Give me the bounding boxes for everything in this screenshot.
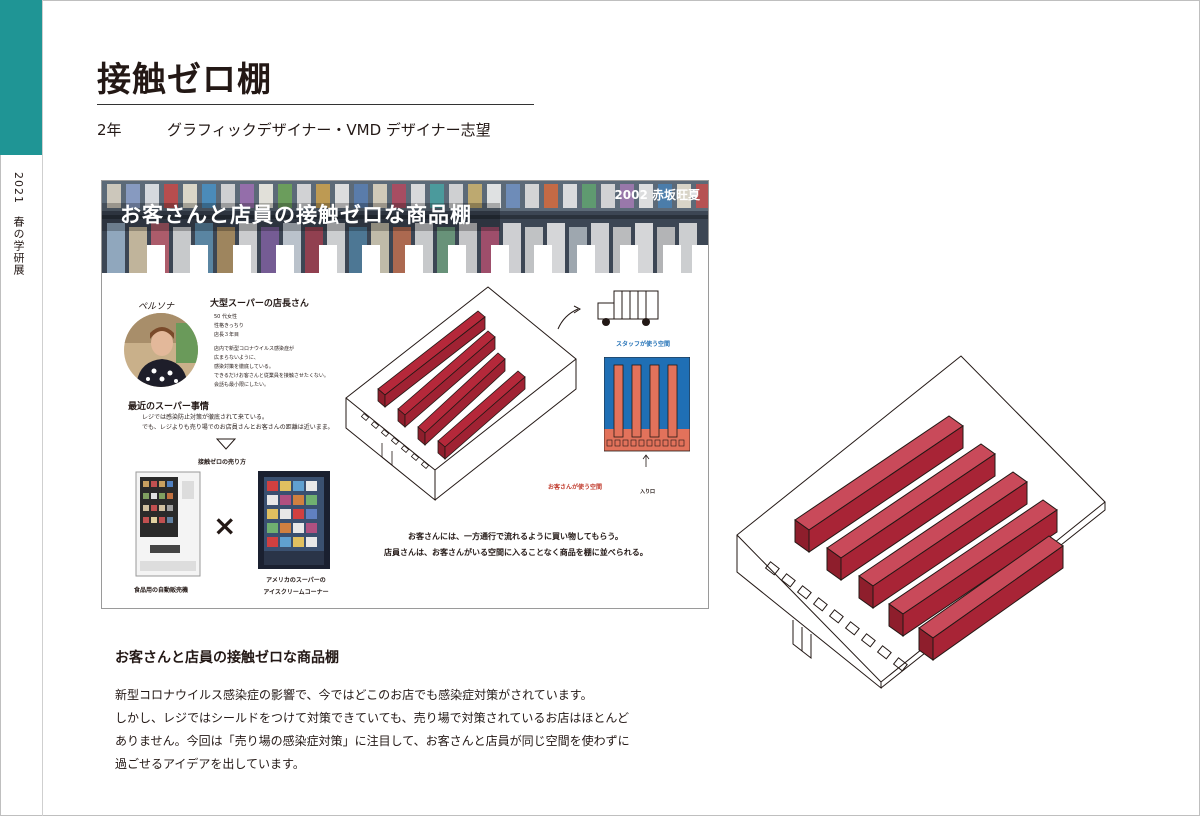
shelf-isometric-illustration	[736, 355, 1106, 690]
customer-space-label: お客さんが使う空間	[548, 484, 603, 491]
poster-image: 2002 赤坂旺夏 お客さんと店員の接触ゼロな商品棚 ペルソナ 大型スーパーの店…	[101, 180, 709, 609]
description-body: 新型コロナウイルス感染症の影響で、今ではどこのお店でも感染症対策がされています。…	[115, 684, 635, 776]
sidebar-divider	[42, 0, 43, 816]
persona-role: 大型スーパーの店長さん	[210, 299, 309, 309]
vending-caption: 食品用の自動販売機	[134, 587, 189, 594]
recent-lines: レジでは感染防止対策が徹底されて来ている。 でも、レジよりも売り場でのお店員さん…	[142, 414, 334, 431]
description-line: 新型コロナウイルス感染症の影響で、今ではどこのお店でも感染症対策がされています。	[115, 688, 593, 702]
persona-photo	[124, 313, 198, 387]
delivery-truck-icon	[557, 290, 659, 330]
sidebar-label: 2021 春の学研展	[12, 172, 25, 276]
staff-space-label: スタッフが使う空間	[616, 341, 671, 348]
entrance-label: 入り口	[640, 489, 656, 495]
page-title: 接触ゼロ棚	[97, 60, 272, 100]
vending-machine-image	[135, 471, 201, 577]
floor-plan-diagram	[604, 357, 690, 467]
description-line: しかし、レジではシールドをつけて対策できていても、売り場で対策されているお店はほ…	[115, 711, 629, 725]
accent-bar	[0, 0, 42, 155]
persona-details: 50 代女性 性格きっちり 店長３年目	[214, 314, 244, 338]
method-label: 接触ゼロの売り方	[198, 459, 247, 466]
grade: 2年	[97, 121, 122, 139]
description-heading: お客さんと店員の接触ゼロな商品棚	[115, 650, 339, 666]
times-icon: ×	[213, 509, 237, 542]
store-isometric-diagram	[345, 286, 577, 502]
title-rule	[97, 104, 534, 105]
description-line: ありません。今回は「売り場の感染症対策」に注目して、お客さんと店員が同じ空間を使…	[115, 734, 630, 748]
down-triangle-icon	[216, 438, 236, 450]
summary-line-1: お客さんには、一方通行で流れるように買い物してもらう。	[408, 532, 623, 541]
career-goal: グラフィックデザイナー・VMD デザイナー志望	[167, 121, 491, 139]
ice-cream-display-image	[258, 471, 330, 569]
persona-label: ペルソナ	[138, 302, 175, 312]
icecream-caption: アメリカのスーパーの アイスクリームコーナー	[263, 577, 329, 596]
persona-notes: 店内で新型コロナウイルス感染症が 広まらないように、 感染対策を徹底している。 …	[214, 346, 329, 388]
summary-line-2: 店員さんは、お客さんがいる空間に入ることなく商品を棚に並べられる。	[384, 548, 648, 557]
recent-heading: 最近のスーパー事情	[128, 402, 209, 412]
poster-title: お客さんと店員の接触ゼロな商品棚	[120, 203, 472, 227]
supermarket-shelf-photo	[102, 181, 708, 273]
description-line: 過ごせるアイデアを出しています。	[115, 757, 305, 771]
subtitle: 2年 グラフィックデザイナー・VMD デザイナー志望	[97, 119, 491, 140]
poster-author: 2002 赤坂旺夏	[614, 188, 700, 202]
